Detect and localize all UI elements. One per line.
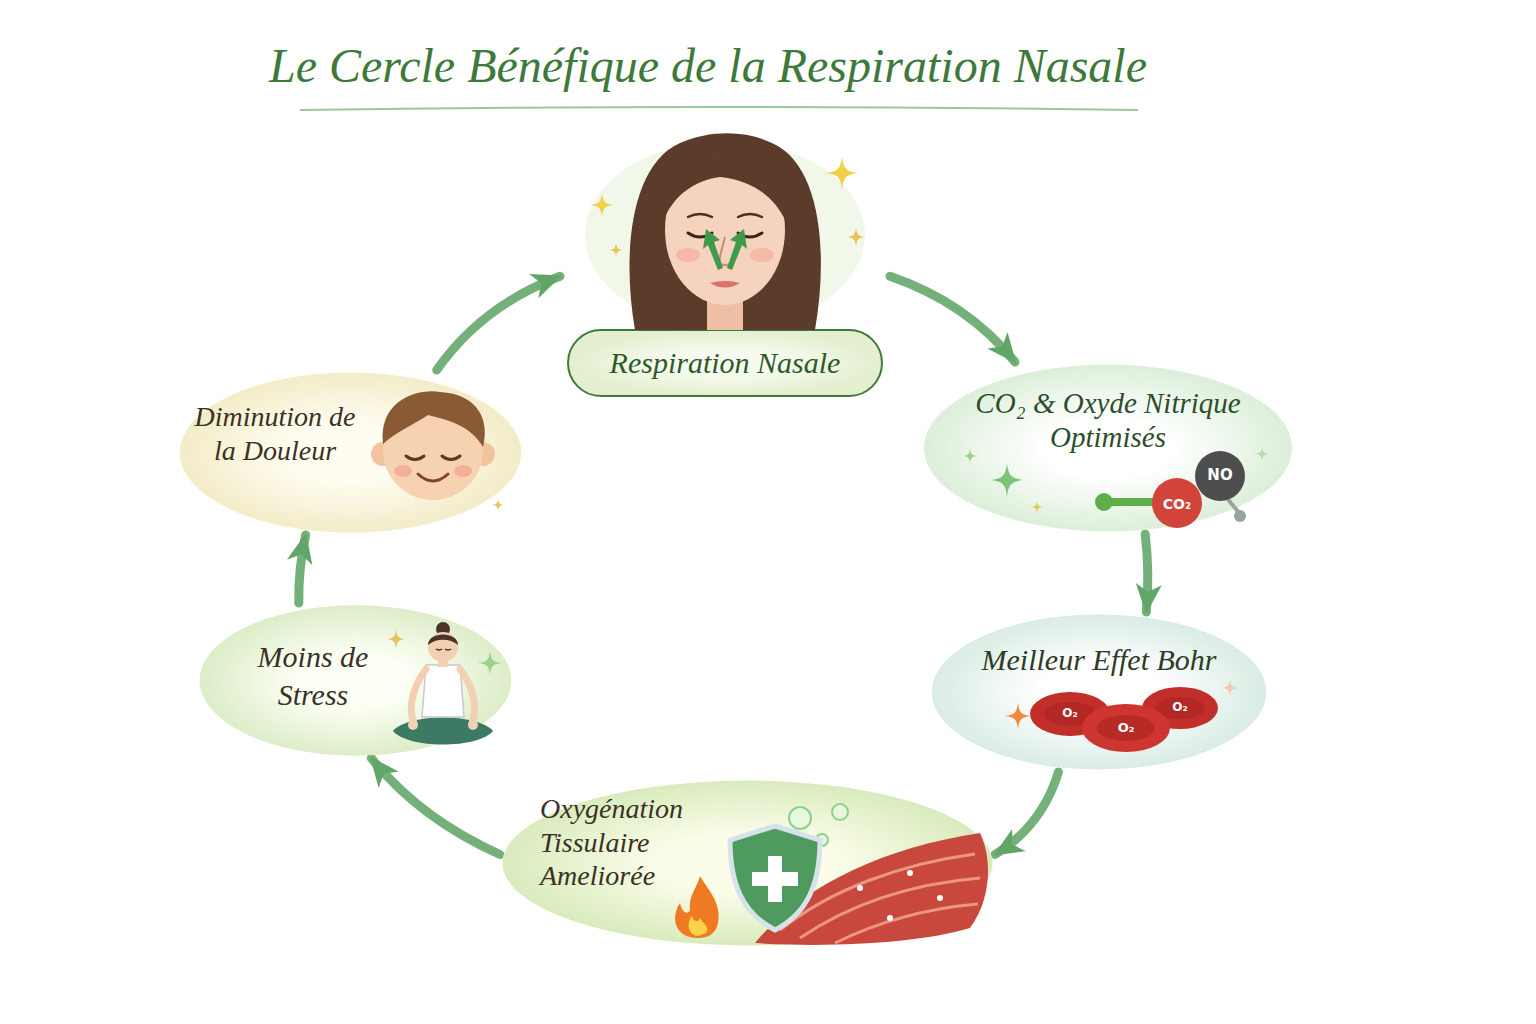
- illustration-part: [676, 248, 700, 262]
- illustration-part: [422, 665, 464, 717]
- cycle-arrow: [299, 535, 306, 603]
- illustration-part: [394, 465, 412, 477]
- illustration-part: [1195, 451, 1245, 501]
- illustration-part: [386, 629, 405, 648]
- cycle-step: Moins de Stress: [198, 603, 513, 758]
- meditating-person: [198, 603, 513, 758]
- illustration-part: [1222, 680, 1239, 697]
- step-shape: [930, 612, 1268, 772]
- illustration-part: [710, 281, 740, 288]
- illustration-part: [703, 229, 723, 270]
- molecule-tag: O₂: [1062, 706, 1077, 720]
- illustration-part: [675, 876, 719, 938]
- illustration-part: [609, 243, 623, 257]
- cycle-arrow: [1145, 534, 1148, 612]
- ellipse-outline: [932, 614, 1267, 769]
- step-label: Moins de Stress: [243, 638, 383, 713]
- step-label: Meilleur Effet Bohr: [949, 642, 1249, 678]
- illustration-part: [436, 649, 451, 650]
- cycle-arrow: [890, 276, 1015, 362]
- illustration-part: [1031, 501, 1043, 513]
- illustration-part: [1082, 704, 1170, 752]
- illustration-part: [937, 895, 943, 901]
- diagram-title: Le Cercle Bénéfique de la Respiration Na…: [160, 36, 1256, 96]
- illustration-part: [478, 651, 502, 675]
- illustration-part: [730, 826, 820, 930]
- cycle-step: Meilleur Effet BohrO₂ O₂ O₂: [930, 612, 1268, 772]
- illustration-part: [629, 133, 820, 330]
- illustration-part: [990, 463, 1024, 497]
- illustration-part: [300, 107, 1138, 110]
- illustration-part: [675, 876, 719, 938]
- ellipse-outline: [924, 365, 1292, 532]
- pill-outline: [568, 330, 882, 396]
- illustration-part: [750, 248, 774, 262]
- molecule-tag: O₂: [1118, 720, 1135, 735]
- cycle-arrow: [995, 772, 1058, 855]
- step-label: Diminution de la Douleur: [190, 400, 360, 468]
- molecule-tag: CO₂: [1163, 496, 1191, 512]
- illustration-part: [468, 720, 478, 730]
- illustration-part: [454, 465, 472, 477]
- illustration-part: [406, 456, 460, 460]
- illustration-part: [1095, 493, 1113, 511]
- illustration-part: [907, 870, 913, 876]
- step-label: Respiration Nasale: [568, 344, 882, 382]
- illustration-part: [688, 214, 762, 217]
- cycle-step: Respiration Nasale: [560, 125, 890, 400]
- cycle-arrow: [371, 758, 500, 855]
- illustration-part: [590, 193, 614, 217]
- molecule-tag: O₂: [1172, 700, 1187, 714]
- illustration-part: [393, 718, 493, 745]
- illustration-part: [411, 669, 474, 723]
- red-blood-cells: [930, 612, 1268, 772]
- illustration-part: [428, 632, 458, 662]
- illustration-part: [688, 233, 762, 237]
- illustration-part: [408, 720, 418, 730]
- illustration-part: [719, 237, 730, 265]
- illustration-part: [857, 885, 863, 891]
- illustration-part: [383, 391, 485, 447]
- illustration-part: [789, 807, 811, 829]
- illustration-part: [846, 227, 865, 246]
- ellipse-outline: [502, 781, 992, 946]
- illustration-part: [832, 804, 848, 820]
- cycle-step: Oxygénation Tissulaire Ameliorée: [500, 778, 995, 948]
- cycle-step: CO₂ & Oxyde Nitrique OptimisésNO CO₂: [922, 362, 1294, 534]
- illustration-part: [1097, 715, 1155, 741]
- illustration-part: [418, 474, 448, 481]
- step-label: CO₂ & Oxyde Nitrique Optimisés: [958, 386, 1258, 454]
- step-label: Oxygénation Tissulaire Ameliorée: [540, 792, 710, 893]
- illustration-part: [825, 156, 859, 190]
- illustration-part: [492, 499, 504, 511]
- cycle-step: Diminution de la Douleur: [178, 370, 523, 535]
- illustration-part: [1234, 510, 1246, 522]
- illustration-part: [887, 915, 893, 921]
- illustration-part: [428, 635, 458, 646]
- illustration-part: [1255, 447, 1269, 461]
- illustration-part: [585, 141, 865, 329]
- illustration-part: [689, 916, 708, 936]
- ellipse-outline: [180, 372, 522, 532]
- molecule-tag: NO: [1207, 466, 1232, 484]
- illustration-part: [727, 229, 747, 270]
- illustration-part: [963, 449, 977, 463]
- ellipse-outline: [200, 605, 512, 755]
- illustration-part: [1152, 478, 1202, 528]
- illustration-part: [752, 872, 798, 886]
- cycle-arrow: [437, 276, 560, 370]
- illustration-part: [1005, 703, 1031, 729]
- illustration-part: [665, 155, 786, 222]
